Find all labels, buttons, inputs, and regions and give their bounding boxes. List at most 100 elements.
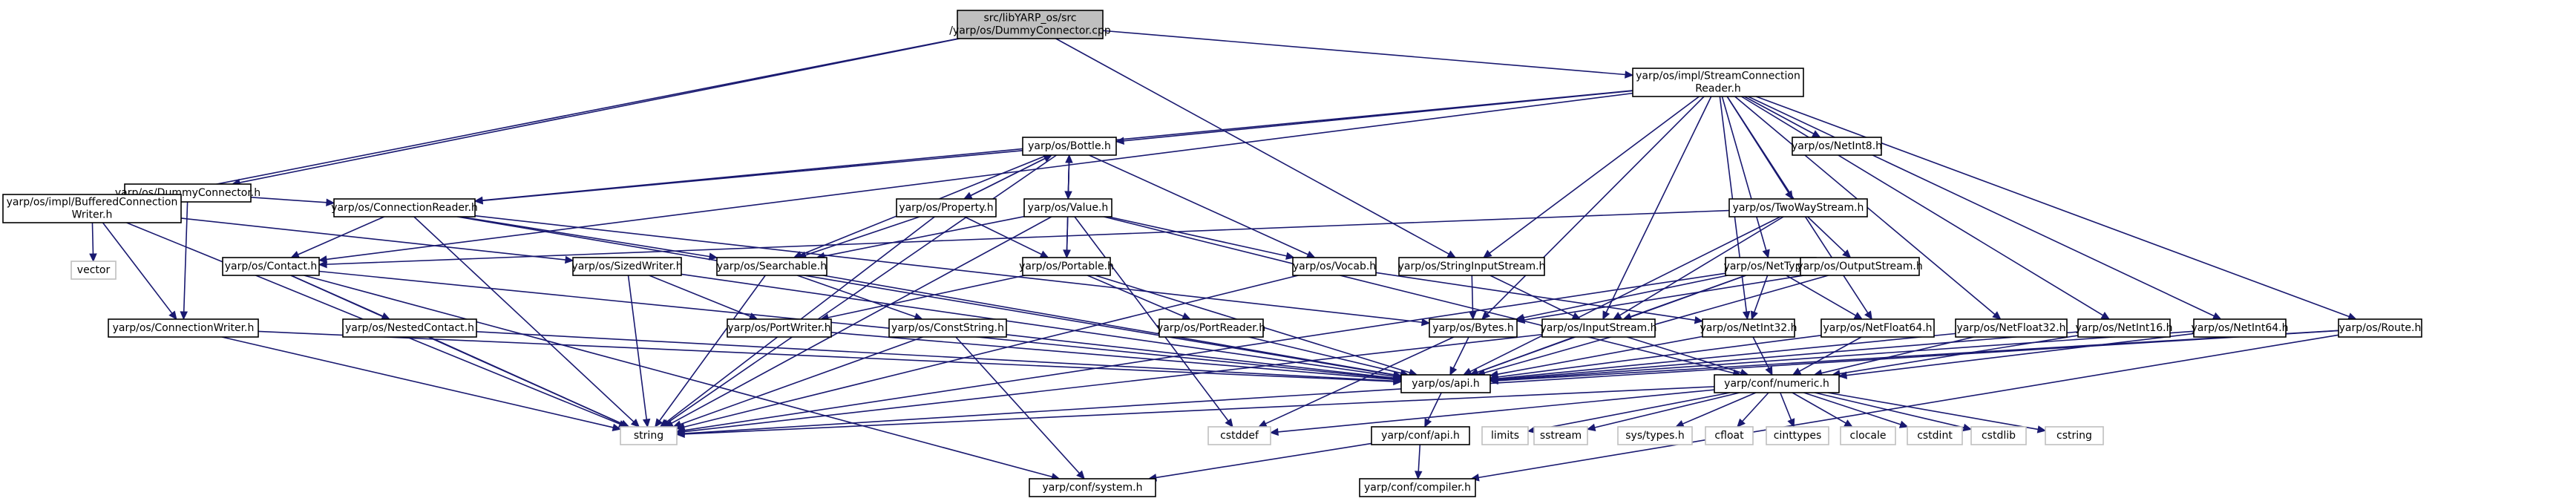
edge-nettype-to-bytes — [1523, 275, 1728, 318]
edge-twoway-to-contact — [326, 209, 1730, 265]
edge-vocab-to-string — [684, 275, 1299, 428]
node-connreader[interactable]: yarp/os/ConnectionReader.h — [331, 198, 478, 217]
node-label-netint64: yarp/os/NetInt64.h — [2191, 322, 2288, 334]
node-box-sizedwriter — [572, 257, 682, 276]
node-label-nettype: yarp/os/NetType.h — [1724, 261, 1818, 272]
arrowhead-numeric-to-string — [675, 430, 685, 439]
node-label-api: yarp/os/api.h — [1412, 378, 1479, 390]
edge-dummy-to-connwriter — [183, 201, 189, 312]
node-label-bottle: yarp/os/Bottle.h — [1028, 140, 1111, 152]
edge-numeric-to-cinttypes — [1780, 392, 1792, 421]
node-netint32[interactable]: yarp/os/NetInt32.h — [1700, 318, 1797, 338]
node-box-confapi — [1371, 426, 1470, 445]
node-cstddef: cstddef — [1207, 426, 1271, 445]
node-label-cinttypes: cinttypes — [1774, 430, 1822, 442]
node-box-numeric — [1714, 374, 1840, 393]
edge-conststring-to-api — [1006, 334, 1394, 379]
node-root[interactable]: src/libYARP_os/src/yarp/os/DummyConnecto… — [949, 10, 1111, 39]
edge-numeric-to-cstring — [1827, 392, 2039, 431]
node-confcompiler[interactable]: yarp/conf/compiler.h — [1359, 478, 1476, 497]
node-label-limits: limits — [1491, 430, 1519, 442]
node-label-cfloat: cfloat — [1714, 430, 1744, 442]
node-netint64[interactable]: yarp/os/NetInt64.h — [2191, 318, 2289, 338]
node-property[interactable]: yarp/os/Property.h — [896, 198, 997, 217]
node-box-portreader — [1158, 318, 1264, 338]
arrowhead-api-to-confapi — [1424, 418, 1432, 428]
arrowhead-connreader-to-string — [630, 418, 640, 428]
node-label-buffered-line1: yarp/os/impl/BufferedConnection — [7, 197, 178, 209]
node-value[interactable]: yarp/os/Value.h — [1023, 198, 1112, 217]
node-label-netint8: yarp/os/NetInt8.h — [1792, 140, 1882, 152]
node-bottle[interactable]: yarp/os/Bottle.h — [1022, 137, 1117, 156]
arrowhead-connreader-to-searchable — [708, 252, 718, 261]
arrowhead-connreader-to-bytes — [1420, 318, 1431, 327]
edge-value-to-vocab — [1108, 216, 1287, 257]
node-box-string — [620, 426, 678, 445]
arrowhead-scr-to-netfloat64 — [1864, 310, 1872, 321]
node-searchable[interactable]: yarp/os/Searchable.h — [716, 257, 827, 276]
node-netfloat32[interactable]: yarp/os/NetFloat32.h — [1955, 318, 2068, 338]
arrowhead-property-to-portable — [1039, 250, 1049, 258]
arrowhead-numeric-to-cstdlib — [1962, 423, 1973, 432]
node-label-sstream: sstream — [1540, 430, 1582, 442]
node-box-cstdint — [1907, 426, 1963, 445]
node-nestedcontact[interactable]: yarp/os/NestedContact.h — [342, 318, 477, 338]
node-contact[interactable]: yarp/os/Contact.h — [222, 257, 320, 276]
arrowhead-netint64-to-numeric — [1838, 371, 1848, 379]
arrowhead-confapi-to-confcompiler — [1415, 471, 1423, 480]
node-label-bytes: yarp/os/Bytes.h — [1432, 322, 1513, 334]
arrowhead-twoway-to-inputstream — [1612, 312, 1622, 320]
node-label-vector: vector — [77, 264, 111, 276]
arrowhead-buffered-to-sizedwriter — [564, 255, 574, 264]
node-portable[interactable]: yarp/os/Portable.h — [1019, 257, 1114, 276]
node-netint8[interactable]: yarp/os/NetInt8.h — [1792, 137, 1882, 156]
node-numeric[interactable]: yarp/conf/numeric.h — [1714, 374, 1840, 393]
node-twoway[interactable]: yarp/os/TwoWayStream.h — [1728, 198, 1868, 217]
node-route[interactable]: yarp/os/Route.h — [2338, 318, 2422, 338]
arrowhead-connreader-to-contact — [290, 250, 301, 258]
edge-scr-to-stringinput — [1489, 96, 1700, 254]
node-portreader[interactable]: yarp/os/PortReader.h — [1157, 318, 1265, 338]
node-outputstream[interactable]: yarp/os/OutputStream.h — [1797, 257, 1923, 276]
node-layer: src/libYARP_os/src/yarp/os/DummyConnecto… — [2, 10, 2422, 497]
node-api[interactable]: yarp/os/api.h — [1400, 374, 1491, 393]
edge-twoway-to-api — [1469, 216, 1781, 373]
node-sizedwriter[interactable]: yarp/os/SizedWriter.h — [571, 257, 683, 276]
node-confsystem[interactable]: yarp/conf/system.h — [1029, 478, 1156, 497]
arrowhead-scr-to-bytes — [1481, 310, 1491, 320]
node-box-stringinput — [1398, 257, 1545, 276]
edge-sizedwriter-to-portwriter — [649, 275, 751, 317]
node-label-cstdint: cstdint — [1917, 430, 1953, 442]
edge-value-to-numeric — [1104, 216, 1734, 374]
arrowhead-bottle-to-vocab — [1305, 250, 1316, 258]
node-label-netfloat32: yarp/os/NetFloat32.h — [1956, 322, 2065, 334]
node-bytes[interactable]: yarp/os/Bytes.h — [1429, 318, 1518, 338]
arrowhead-sizedwriter-to-string — [642, 418, 651, 428]
node-label-portreader: yarp/os/PortReader.h — [1157, 322, 1265, 334]
node-confapi[interactable]: yarp/conf/api.h — [1371, 426, 1470, 445]
edge-numeric-to-systypes — [1682, 392, 1757, 425]
node-stringinput[interactable]: yarp/os/StringInputStream.h — [1398, 257, 1546, 276]
edge-twoway-to-inputstream — [1619, 216, 1784, 316]
arrowhead-dummy-to-connreader — [326, 198, 335, 207]
node-conststring[interactable]: yarp/os/ConstString.h — [888, 318, 1007, 338]
node-vocab[interactable]: yarp/os/Vocab.h — [1292, 257, 1377, 276]
edge-contact-to-api — [318, 270, 1394, 379]
node-box-portwriter — [727, 318, 832, 338]
node-box-bottle — [1022, 137, 1117, 156]
node-netint16[interactable]: yarp/os/NetInt16.h — [2075, 318, 2173, 338]
node-connwriter[interactable]: yarp/os/ConnectionWriter.h — [108, 318, 259, 338]
node-portwriter[interactable]: yarp/os/PortWriter.h — [727, 318, 832, 338]
node-cinttypes: cinttypes — [1766, 426, 1829, 445]
edge-scr-to-nettype — [1721, 96, 1767, 251]
node-netfloat64[interactable]: yarp/os/NetFloat64.h — [1820, 318, 1935, 338]
node-inputstream[interactable]: yarp/os/InputStream.h — [1540, 318, 1657, 338]
arrowhead-dummy-to-connwriter — [180, 311, 189, 321]
edge-nettype-to-netfloat64 — [1786, 275, 1856, 316]
edge-numeric-to-cstdint — [1803, 392, 1901, 425]
edge-bottle-to-vocab — [1089, 154, 1308, 255]
arrowhead-buffered-to-vector — [89, 253, 97, 263]
arrowhead-route-to-api — [1489, 376, 1498, 385]
